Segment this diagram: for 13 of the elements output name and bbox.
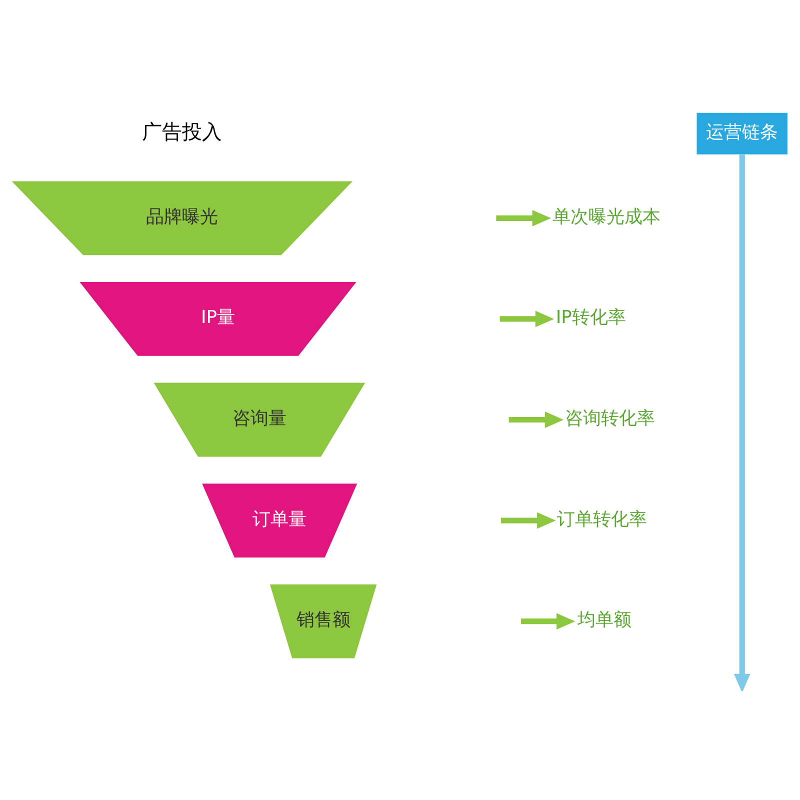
node-text: 咨询转化率 [564,408,655,430]
node-text: IP转化率 [556,307,626,328]
arrow [500,310,554,328]
arrow [501,512,556,529]
node-box: 运营链条 [696,112,788,154]
arrow [496,210,552,226]
arrow [734,154,750,691]
node-text: 订单转化率 [557,508,648,530]
arrow [521,613,576,630]
node-text: 单次曝光成本 [552,206,661,228]
arrow [508,412,564,428]
node-text: 均单额 [577,610,632,631]
label: 广告投入 [142,120,222,144]
